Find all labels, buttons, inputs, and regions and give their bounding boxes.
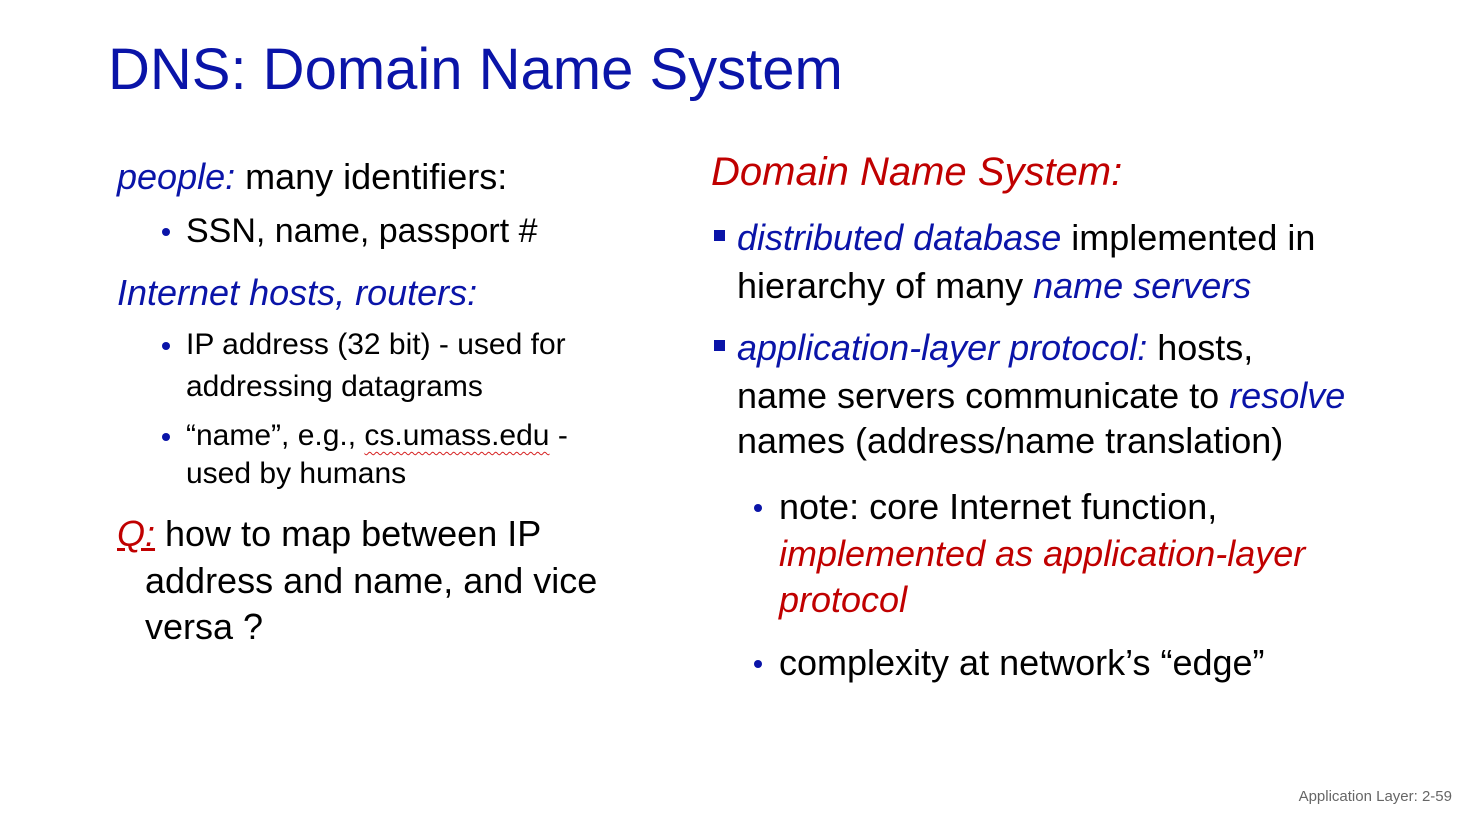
bullet-2-line-1: application-layer protocol: hosts, [737,327,1253,369]
hosts-heading: Internet hosts, routers: [117,272,477,314]
people-line: people: many identifiers: [117,156,507,198]
bullet-dot [162,342,170,350]
hosts-item-2-line-1: “name”, e.g., cs.umass.edu - [186,419,568,453]
bullet-2-line-2: name servers communicate to resolve [737,375,1345,417]
people-item: SSN, name, passport # [186,212,538,250]
bullet-2-line-2-em: resolve [1229,375,1346,416]
sub-1-line-1: note: core Internet function, [779,486,1218,527]
bullet-dot [162,228,170,236]
question-line-1: Q: how to map between IP [117,513,541,555]
bullet-dot [162,433,170,441]
bullet-1-rest: implemented in [1061,217,1316,258]
square-bullet [714,230,725,241]
right-heading-text: Domain Name System: [711,150,1123,194]
domain-example: cs.umass.edu [364,419,550,452]
bullet-2-line-2-pre: name servers communicate to [737,375,1230,416]
square-bullet [714,340,725,351]
sub-2-line-1: complexity at network’s “edge” [779,642,1265,683]
hosts-item-1-line-1: IP address (32 bit) - used for [186,328,566,361]
sub-1-line-3: protocol [779,579,907,621]
bullet-2-rest: hosts, [1147,327,1254,368]
bullet-dot [754,660,762,668]
sub-1-line-3-em: protocol [779,579,908,620]
slide-footer: Application Layer: 2-59 [1298,788,1452,805]
hosts-item-2-post: - [549,419,568,452]
bullet-1-em: distributed database [737,217,1062,258]
bullet-1-line-2-em: name servers [1033,265,1252,306]
hosts-item-2-pre: “name”, e.g., [186,419,365,452]
bullet-1-line-2: hierarchy of many name servers [737,265,1251,307]
right-heading: Domain Name System: [711,150,1122,195]
bullet-2-em: application-layer protocol: [737,327,1148,368]
q-label: Q: [117,513,156,554]
sub-1-line-2: implemented as application-layer [779,533,1305,575]
bullet-2-line-3: names (address/name translation) [737,420,1284,461]
people-label: people: [117,156,236,197]
question-line-2: address and name, and vice [145,560,598,601]
bullet-1-line-2-pre: hierarchy of many [737,265,1034,306]
hosts-label: Internet hosts, routers: [117,272,478,313]
hosts-item-2-line-2: used by humans [186,457,407,490]
people-text: many identifiers: [235,156,508,197]
hosts-item-1-line-2: addressing datagrams [186,370,483,403]
bullet-1-line-1: distributed database implemented in [737,217,1315,259]
sub-1-line-2-em: implemented as application-layer [779,533,1306,574]
question-line-3: versa ? [145,606,264,647]
q-line-1: how to map between IP [155,513,542,554]
bullet-dot [754,504,762,512]
slide-title: DNS: Domain Name System [108,37,843,102]
